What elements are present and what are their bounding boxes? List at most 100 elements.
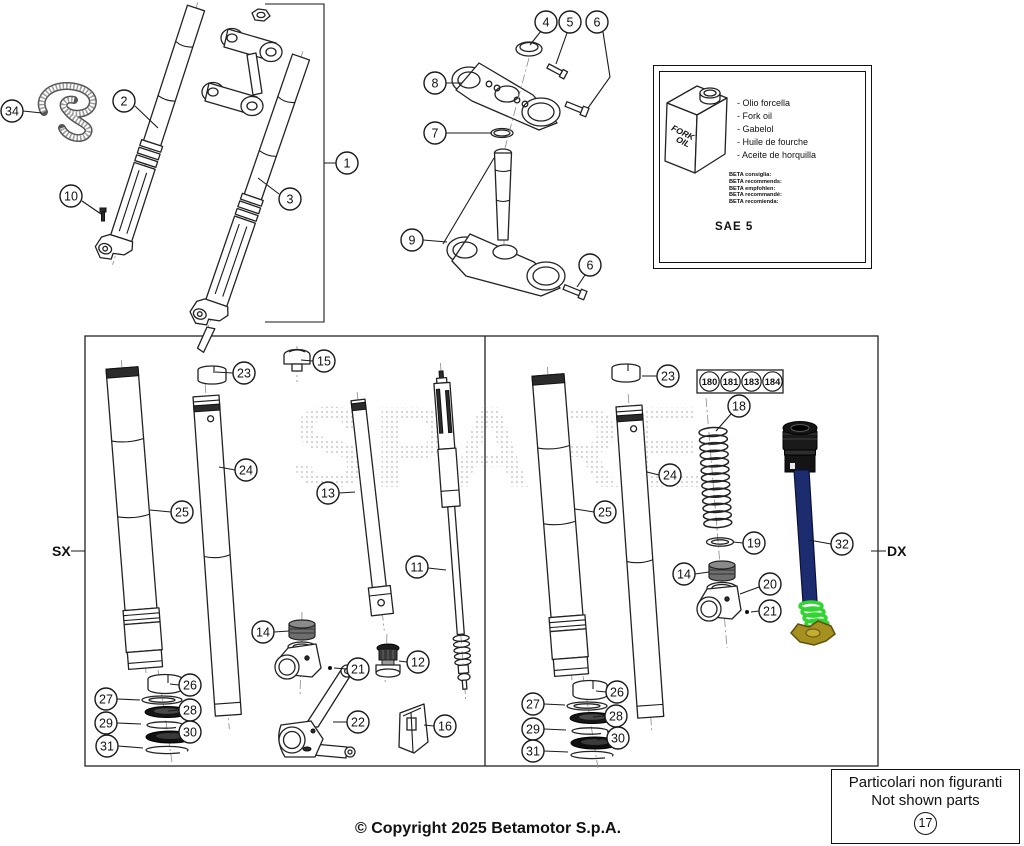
oil-name-it: - Olio forcella: [737, 98, 791, 108]
callout-12[interactable]: 12: [406, 650, 430, 674]
callout-20[interactable]: 20: [758, 572, 782, 596]
callout-32[interactable]: 32: [830, 532, 854, 556]
svg-text:32: 32: [835, 537, 849, 551]
callout-24-left[interactable]: 24: [234, 458, 258, 482]
callout-19[interactable]: 19: [742, 531, 766, 555]
svg-text:15: 15: [317, 354, 331, 368]
seal-stack-right-art: [566, 675, 620, 769]
svg-text:18: 18: [732, 399, 746, 413]
callout-21-left[interactable]: 21: [346, 657, 370, 681]
ref-180[interactable]: 180: [699, 371, 720, 392]
upper-clamp-art: [451, 62, 561, 131]
callout-22[interactable]: 22: [346, 710, 370, 734]
steering-cap-art: [515, 41, 543, 57]
callout-23-right[interactable]: 23: [656, 364, 680, 388]
callout-18[interactable]: 18: [727, 394, 751, 418]
inner-tube-right-art: [615, 394, 665, 732]
bushing-23-left-art: [197, 365, 227, 385]
callout-28-left[interactable]: 28: [178, 698, 202, 722]
callout-16[interactable]: 16: [433, 714, 457, 738]
side-label-dx: DX: [887, 543, 907, 559]
ref-181[interactable]: 181: [720, 371, 741, 392]
svg-text:5: 5: [567, 15, 574, 29]
oil-product-names: - Olio forcella - Fork oil - Gabelol - H…: [737, 97, 816, 162]
callout-13[interactable]: 13: [316, 481, 340, 505]
lower-clamp-art: [442, 148, 566, 297]
svg-text:28: 28: [609, 709, 623, 723]
callout-1[interactable]: 1: [335, 151, 359, 175]
callout-34[interactable]: 34: [0, 99, 24, 123]
callout-5[interactable]: 5: [558, 10, 582, 34]
svg-text:6: 6: [594, 15, 601, 29]
callout-27-right[interactable]: 27: [521, 692, 545, 716]
callout-9[interactable]: 9: [400, 228, 424, 252]
callout-30-left[interactable]: 30: [178, 720, 202, 744]
inner-tube-left-art: [192, 384, 242, 730]
svg-text:19: 19: [747, 536, 761, 550]
callout-6-top[interactable]: 6: [585, 10, 609, 34]
ref-183[interactable]: 183: [741, 371, 762, 392]
svg-text:3: 3: [287, 192, 294, 206]
callout-26-left[interactable]: 26: [178, 673, 202, 697]
svg-text:8: 8: [432, 76, 439, 90]
callout-15[interactable]: 15: [312, 349, 336, 373]
callout-6-bottom[interactable]: 6: [578, 253, 602, 277]
svg-text:14: 14: [677, 567, 691, 581]
leader-lines: [22, 30, 832, 753]
svg-text:10: 10: [64, 189, 78, 203]
callout-26-right[interactable]: 26: [605, 680, 629, 704]
callout-31-right[interactable]: 31: [521, 739, 545, 763]
svg-text:22: 22: [351, 715, 365, 729]
oil-name-de: - Gabelol: [737, 124, 774, 134]
bolt-6-bottom-art: [562, 284, 588, 301]
reco-es: BETA recomienda:: [729, 199, 779, 206]
callout-31-left[interactable]: 31: [95, 734, 119, 758]
callout-27-left[interactable]: 27: [94, 687, 118, 711]
bushing-23-right-art: [611, 363, 641, 383]
svg-text:23: 23: [237, 366, 251, 380]
callout-10[interactable]: 10: [59, 184, 83, 208]
bolt-5-art: [546, 63, 569, 80]
fork-oil-info-inner-frame: [659, 71, 866, 263]
callout-4[interactable]: 4: [534, 10, 558, 34]
callout-25-right[interactable]: 25: [593, 500, 617, 524]
callout-2[interactable]: 2: [112, 89, 136, 113]
callout-14-right[interactable]: 14: [672, 562, 696, 586]
oil-grade: SAE 5: [715, 221, 754, 233]
fork-cap-15-art: [283, 346, 311, 382]
callout-29-left[interactable]: 29: [94, 711, 118, 735]
svg-text:26: 26: [610, 685, 624, 699]
assembly-bracket: [265, 3, 336, 323]
callout-30-right[interactable]: 30: [606, 726, 630, 750]
oil-name-fr: - Huile de fourche: [737, 137, 809, 147]
fork-leg-left-art: [94, 2, 206, 265]
svg-text:13: 13: [321, 486, 335, 500]
oil-name-es: - Aceite de horquilla: [737, 150, 817, 160]
callout-17[interactable]: 17: [914, 812, 937, 835]
callout-25-left[interactable]: 25: [170, 500, 194, 524]
callout-11[interactable]: 11: [405, 555, 429, 579]
fork-oil-info-box: [653, 65, 872, 269]
not-shown-parts-box: Particolari non figuranti Not shown part…: [831, 769, 1020, 844]
spring-seat-14-right-art: [708, 560, 736, 582]
callout-3[interactable]: 3: [278, 187, 302, 211]
callout-8[interactable]: 8: [423, 71, 447, 95]
callout-28-right[interactable]: 28: [604, 704, 628, 728]
ref-184[interactable]: 184: [762, 371, 783, 392]
svg-text:12: 12: [411, 655, 425, 669]
callout-23-left[interactable]: 23: [232, 361, 256, 385]
not-shown-title-it: Particolari non figuranti: [848, 774, 1003, 791]
svg-text:23: 23: [661, 369, 675, 383]
callout-29-right[interactable]: 29: [521, 717, 545, 741]
callout-24-right[interactable]: 24: [658, 463, 682, 487]
callout-14-left[interactable]: 14: [251, 620, 275, 644]
callout-21-right[interactable]: 21: [758, 599, 782, 623]
oil-name-en: - Fork oil: [737, 111, 773, 121]
svg-text:7: 7: [432, 126, 439, 140]
oil-can-art: FORK OIL: [664, 85, 728, 174]
svg-text:25: 25: [175, 505, 189, 519]
callout-7[interactable]: 7: [423, 121, 447, 145]
svg-text:180: 180: [702, 377, 718, 387]
